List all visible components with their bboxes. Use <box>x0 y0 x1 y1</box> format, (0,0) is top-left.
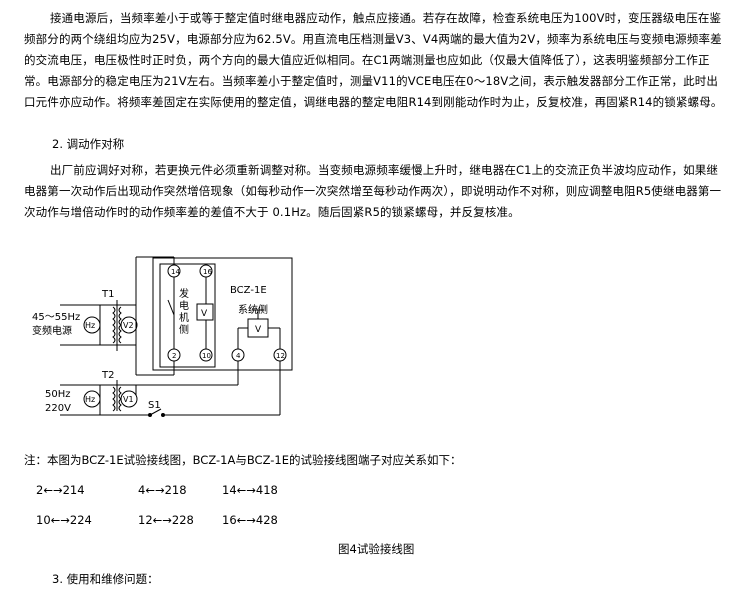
section-3-title: 3. 使用和维修问题： <box>52 572 159 586</box>
terminal-2: 2 <box>172 352 176 360</box>
mapping-item: 14←→418 <box>222 483 278 497</box>
t2-label: T2 <box>101 370 114 381</box>
relay-box <box>152 257 293 371</box>
system-side-label: 系统侧 <box>238 303 268 316</box>
generator-side-box <box>159 263 216 368</box>
diagram-note: 注：本图为BCZ-1E试验接线图，BCZ-1A与BCZ-1E的试验接线图端子对应… <box>24 453 462 467</box>
paragraph-2: 出厂前应调好对称，若更换元件必须重新调整对称。当变频电源频率缓慢上升时，继电器在… <box>24 163 722 219</box>
v2-label: V2 <box>123 321 134 330</box>
relay-model: BCZ-1E <box>230 285 267 296</box>
terminal-10: 10 <box>202 352 211 360</box>
switch-label: S1 <box>148 400 161 411</box>
paragraph-1: 接通电源后，当频率差小于或等于整定值时继电器应动作，触点应接通。若存在故障，检查… <box>24 11 723 109</box>
v1-label: V1 <box>123 395 134 404</box>
gen-side-char-3: 机 <box>179 311 189 324</box>
terminal-16: 16 <box>203 268 212 276</box>
gen-side-char-1: 发 <box>179 287 189 300</box>
gen-side-char-4: 侧 <box>179 323 189 336</box>
hz-meter-2 <box>83 390 101 408</box>
source2-volt: 220V <box>45 403 71 414</box>
hz-meter-1 <box>83 316 101 334</box>
source1-freq: 45～55Hz <box>32 312 80 323</box>
gen-side-char-2: 电 <box>179 299 189 312</box>
terminal-14: 14 <box>171 268 180 276</box>
source1-label: 变频电源 <box>32 324 72 337</box>
terminal-4: 4 <box>236 352 241 360</box>
mapping-item: 12←→228 <box>138 513 194 527</box>
hz-label-1: Hz <box>85 321 95 330</box>
v2-meter <box>120 316 138 334</box>
system-meter-v: V <box>255 325 262 335</box>
mapping-item: 16←→428 <box>222 513 278 527</box>
mapping-item: 10←→224 <box>36 513 92 527</box>
switch-s1 <box>149 408 162 416</box>
wiring-diagram: 14 16 2 10 4 12 发 电 机 侧 V BCZ-1E 系统侧 V T… <box>32 256 293 417</box>
t1-label: T1 <box>101 289 114 300</box>
mapping-item: 2←→214 <box>36 483 85 497</box>
v1-meter <box>120 390 138 408</box>
hz-label-2: Hz <box>85 395 95 404</box>
figure-caption: 图4试验接线图 <box>338 542 415 556</box>
source2-freq: 50Hz <box>45 389 71 400</box>
mapping-item: 4←→218 <box>138 483 187 497</box>
gen-meter-v: V <box>201 309 208 319</box>
terminal-12: 12 <box>276 352 285 360</box>
section-2-title: 2. 调动作对称 <box>52 137 125 151</box>
